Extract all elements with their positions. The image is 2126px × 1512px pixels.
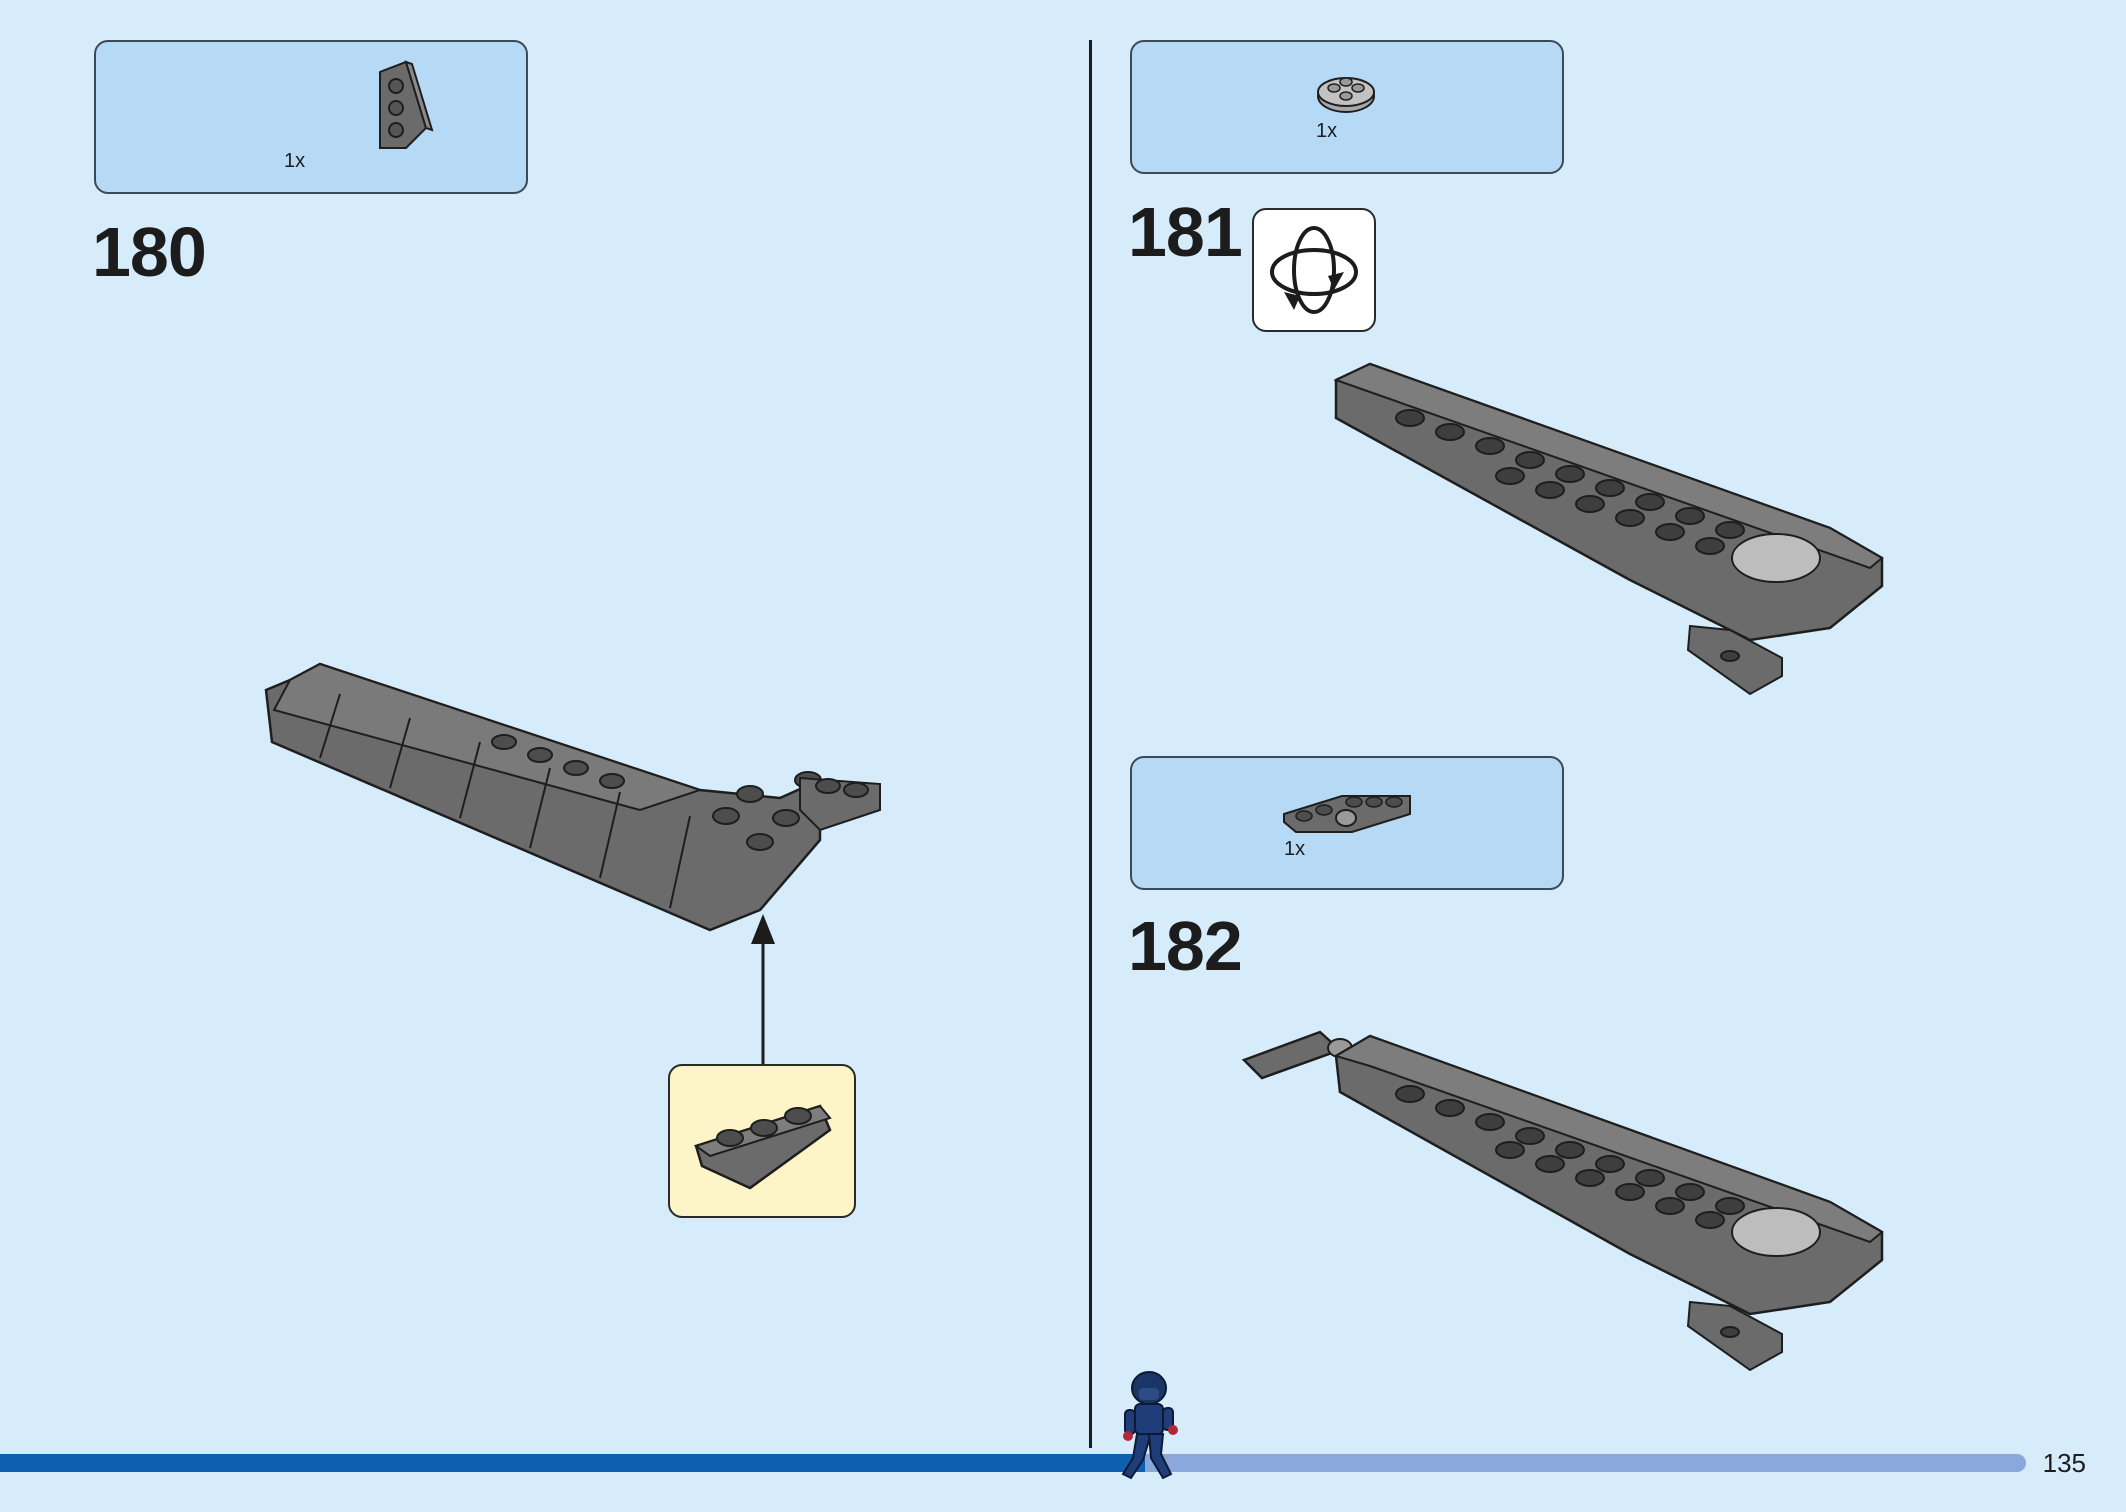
- progress-fill: [0, 1454, 1145, 1472]
- step-number-182: 182: [1128, 907, 1243, 985]
- wing-assembly-illustration: [264, 662, 881, 932]
- page-number: 135: [2042, 1448, 2086, 1478]
- round-plate-part-icon: [1317, 77, 1375, 113]
- part-quantity: 1x: [284, 150, 306, 172]
- parts-box-step-181: 1x: [1130, 40, 1564, 174]
- step-number-181: 181: [1128, 193, 1243, 271]
- wing-hinge-illustration: [1241, 1030, 1884, 1372]
- rotate-model-callout: [1252, 208, 1376, 332]
- attach-arrow: [751, 914, 775, 1066]
- wedge-plate-part-icon: [379, 60, 434, 149]
- step-number-180: 180: [92, 213, 207, 291]
- parts-box-step-182: 1x: [1130, 756, 1564, 890]
- part-quantity: 1x: [1316, 120, 1338, 142]
- callout-new-part: [668, 1064, 856, 1218]
- parts-box-step-180: 1x: [94, 40, 528, 194]
- wing-underside-illustration: [1333, 362, 1884, 696]
- minifigure-runner-icon: [1121, 1371, 1178, 1480]
- rotate-model-icon: [1270, 226, 1358, 314]
- page-divider: [1089, 40, 1092, 1448]
- wedge-plate-part-icon: [693, 1104, 832, 1190]
- part-quantity: 1x: [1284, 838, 1306, 860]
- hinge-plate-part-icon: [1283, 795, 1411, 833]
